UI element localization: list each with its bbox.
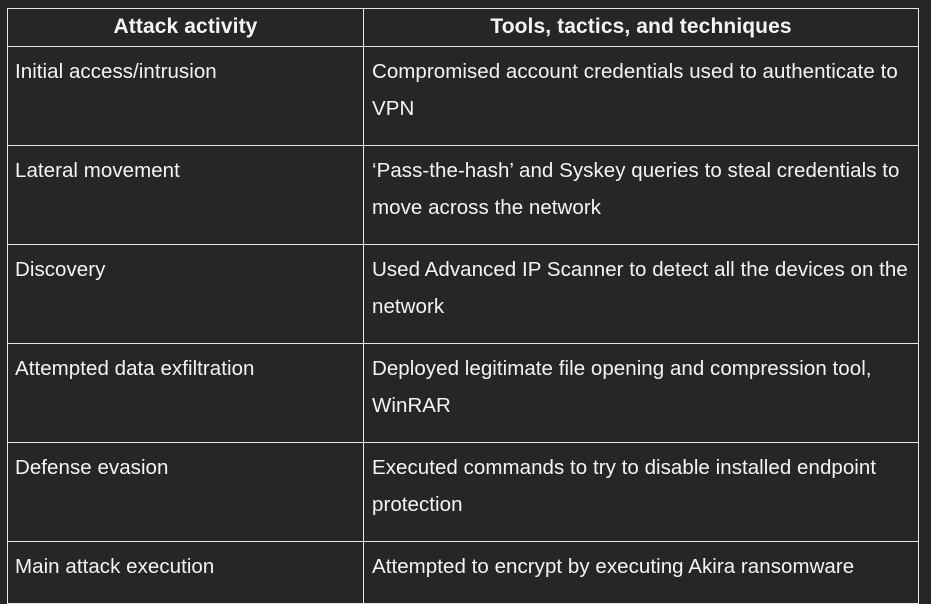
cell-text: Discovery — [15, 258, 106, 281]
cell-attack-activity: Discovery — [7, 244, 364, 344]
table-header: Attack activity Tools, tactics, and tech… — [7, 8, 919, 47]
column-header-attack-activity: Attack activity — [7, 8, 364, 47]
cell-attack-activity: Initial access/intrusion — [7, 46, 364, 146]
cell-text: Defense evasion — [15, 456, 169, 479]
cell-tools-tactics-techniques: Deployed legitimate file opening and com… — [363, 343, 919, 443]
table-row: Initial access/intrusion Compromised acc… — [7, 46, 919, 146]
table-body: Initial access/intrusion Compromised acc… — [7, 46, 919, 604]
cell-attack-activity: Lateral movement — [7, 145, 364, 245]
cell-text: Attempted to encrypt by executing Akira … — [372, 555, 855, 578]
column-header-tools-tactics-techniques: Tools, tactics, and techniques — [363, 8, 919, 47]
cell-text: Used Advanced IP Scanner to detect all t… — [372, 258, 908, 318]
cell-tools-tactics-techniques: Attempted to encrypt by executing Akira … — [363, 541, 919, 604]
table-row: Lateral movement ‘Pass-the-hash’ and Sys… — [7, 145, 919, 245]
cell-attack-activity: Main attack execution — [7, 541, 364, 604]
cell-text: ‘Pass-the-hash’ and Syskey queries to st… — [372, 159, 900, 219]
cell-text: Attempted data exfiltration — [15, 357, 255, 380]
page-root: Attack activity Tools, tactics, and tech… — [7, 8, 919, 604]
table-row: Discovery Used Advanced IP Scanner to de… — [7, 244, 919, 344]
attack-activity-table: Attack activity Tools, tactics, and tech… — [7, 8, 919, 604]
cell-text: Deployed legitimate file opening and com… — [372, 357, 872, 417]
cell-tools-tactics-techniques: Executed commands to try to disable inst… — [363, 442, 919, 542]
cell-text: Executed commands to try to disable inst… — [372, 456, 877, 516]
cell-text: Compromised account credentials used to … — [372, 60, 898, 120]
cell-attack-activity: Attempted data exfiltration — [7, 343, 364, 443]
cell-tools-tactics-techniques: Used Advanced IP Scanner to detect all t… — [363, 244, 919, 344]
cell-tools-tactics-techniques: ‘Pass-the-hash’ and Syskey queries to st… — [363, 145, 919, 245]
cell-tools-tactics-techniques: Compromised account credentials used to … — [363, 46, 919, 146]
cell-text: Main attack execution — [15, 555, 215, 578]
table-row: Main attack execution Attempted to encry… — [7, 541, 919, 604]
table-header-row: Attack activity Tools, tactics, and tech… — [7, 8, 919, 47]
table-row: Attempted data exfiltration Deployed leg… — [7, 343, 919, 443]
cell-attack-activity: Defense evasion — [7, 442, 364, 542]
table-row: Defense evasion Executed commands to try… — [7, 442, 919, 542]
cell-text: Lateral movement — [15, 159, 180, 182]
cell-text: Initial access/intrusion — [15, 60, 217, 83]
attack-table-container: Attack activity Tools, tactics, and tech… — [7, 8, 919, 604]
